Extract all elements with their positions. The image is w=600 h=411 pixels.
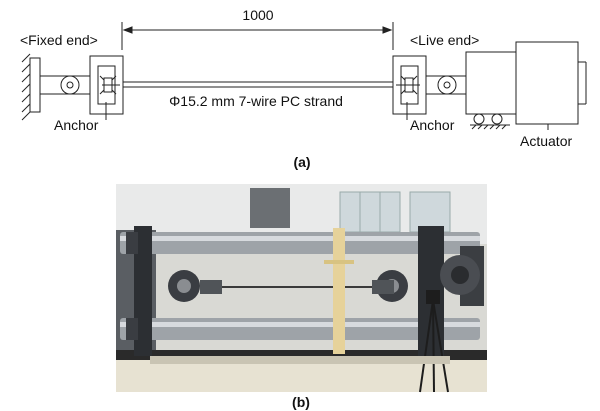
right-pin-link [425, 75, 467, 95]
pc-strand [123, 81, 393, 88]
strand-label: Φ15.2 mm 7-wire PC strand [169, 93, 343, 109]
fixed-wall [21, 53, 41, 121]
live-end-label: <Live end> [410, 32, 479, 48]
caption-a: (a) [293, 154, 310, 170]
anchor-left-label: Anchor [54, 117, 99, 133]
actuator-body [465, 41, 587, 125]
dimension-line [121, 22, 394, 50]
actuator-rollers [470, 113, 510, 130]
right-anchor [392, 55, 427, 120]
anchor-right-label: Anchor [410, 117, 455, 133]
test-rig-photo [116, 184, 487, 393]
caption-b: (b) [292, 394, 310, 410]
left-pin-link [39, 75, 91, 95]
schematic-diagram [21, 22, 587, 130]
actuator-label: Actuator [520, 133, 572, 149]
fixed-end-label: <Fixed end> [20, 32, 98, 48]
dimension-label: 1000 [242, 7, 273, 23]
left-anchor [89, 55, 124, 120]
